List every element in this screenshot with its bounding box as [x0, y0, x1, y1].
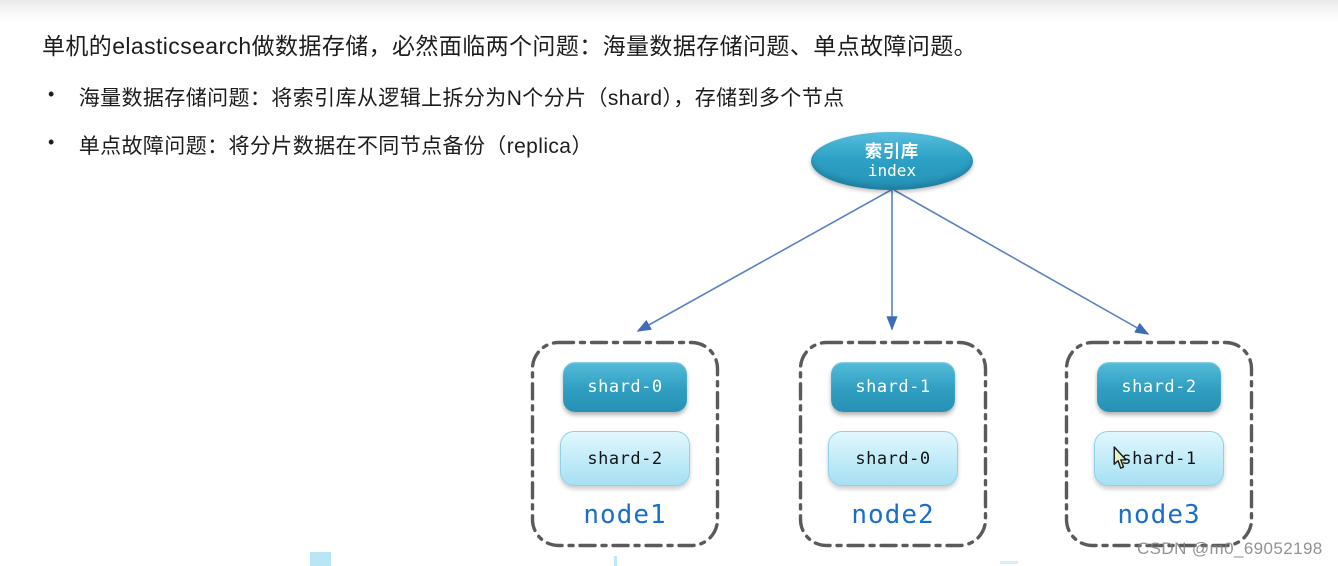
bullet-dot: • [48, 84, 55, 104]
top-gradient-band [0, 0, 1338, 22]
index-label-en: index [867, 160, 917, 180]
shard-box-replica: shard-2 [560, 431, 690, 486]
bottom-deco-mark [1000, 561, 1018, 564]
bullet-item-replica: • 单点故障问题：将分片数据在不同节点备份（replica） [48, 130, 593, 160]
node2-box: shard-1 shard-0 node2 [798, 340, 988, 548]
slide-title: 单机的elasticsearch做数据存储，必然面临两个问题：海量数据存储问题、… [42, 33, 978, 59]
bottom-deco-line [614, 556, 617, 566]
bottom-deco-rect [310, 552, 331, 566]
node-dashed-border [798, 340, 988, 548]
index-ellipse: 索引库 index [811, 132, 973, 190]
node-dashed-border [530, 340, 720, 548]
bullet-dot: • [48, 132, 55, 152]
bullet-item-shards: • 海量数据存储问题：将索引库从逻辑上拆分为N个分片（shard），存储到多个节… [48, 82, 845, 112]
shard-box-primary: shard-2 [1097, 362, 1221, 412]
shard-box-primary: shard-0 [563, 362, 687, 412]
index-label-cn: 索引库 [865, 141, 919, 161]
node3-box: shard-2 shard-1 node3 [1064, 340, 1254, 548]
shard-box-primary: shard-1 [831, 362, 955, 412]
node-label: node2 [851, 500, 935, 530]
csdn-watermark: CSDN @m0_69052198 [1137, 539, 1323, 558]
node-label: node3 [1117, 500, 1201, 530]
bullet-text: 海量数据存储问题：将索引库从逻辑上拆分为N个分片（shard），存储到多个节点 [78, 87, 845, 110]
node-label: node1 [583, 500, 667, 530]
bullet-text: 单点故障问题：将分片数据在不同节点备份（replica） [78, 135, 593, 158]
node-dashed-border [1064, 340, 1254, 548]
mouse-cursor-icon [1113, 446, 1127, 469]
shard-box-replica: shard-0 [828, 431, 958, 486]
node1-box: shard-0 shard-2 node1 [530, 340, 720, 548]
